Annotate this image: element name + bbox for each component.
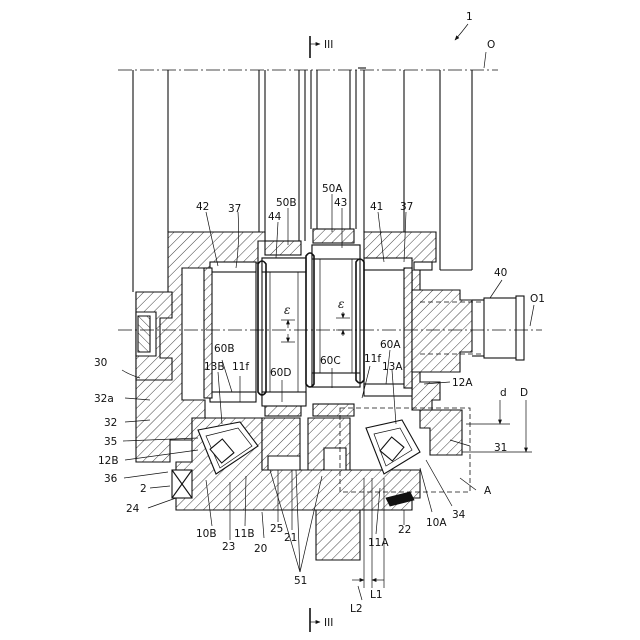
tapered-bearing-10a — [366, 420, 420, 474]
label-2: 2 — [140, 483, 147, 495]
support-2 — [172, 470, 192, 498]
label-25: 25 — [270, 523, 283, 535]
section-top-label: III — [324, 39, 333, 51]
label-22: 22 — [398, 524, 411, 536]
output-shaft-40 — [412, 290, 524, 372]
label-50a: 50A — [322, 183, 343, 195]
label-11f-right: 11f — [364, 353, 381, 365]
label-10a: 10A — [426, 517, 447, 529]
label-31: 31 — [494, 442, 507, 454]
label-51: 51 — [294, 575, 307, 587]
label-60a: 60A — [380, 339, 401, 351]
label-10b: 10B — [196, 528, 217, 540]
label-13b: 13B — [204, 361, 225, 373]
label-41: 41 — [370, 201, 383, 213]
label-12a: 12A — [452, 377, 473, 389]
bearing-44 — [262, 258, 306, 406]
label-11b: 11B — [234, 528, 255, 540]
label-60b: 60B — [214, 343, 235, 355]
label-32a: 32a — [94, 393, 114, 405]
label-23: 23 — [222, 541, 235, 553]
axis-o1-label: O1 — [530, 293, 545, 305]
axis-o: O — [118, 39, 498, 70]
label-34: 34 — [452, 509, 466, 521]
label-36: 36 — [104, 473, 118, 485]
label-a: A — [484, 485, 492, 497]
label-43: 43 — [334, 197, 347, 209]
figure-number: 1 — [455, 11, 473, 40]
d-big-label: D — [520, 387, 528, 399]
label-12b: 12B — [98, 455, 119, 467]
label-11f-left: 11f — [232, 361, 249, 373]
section-bottom-label: III — [324, 617, 333, 629]
label-44: 44 — [268, 211, 282, 223]
label-30: 30 — [94, 357, 107, 369]
axis-o-label: O — [487, 39, 495, 51]
label-60d: 60D — [270, 367, 291, 379]
label-42: 42 — [196, 201, 209, 213]
label-11a: 11A — [368, 537, 389, 549]
section-mark-top: III — [310, 36, 333, 58]
label-21: 21 — [284, 532, 297, 544]
section-mark-bottom: III — [310, 608, 333, 632]
label-50b: 50B — [276, 197, 297, 209]
figure-number-label: 1 — [466, 11, 473, 23]
label-32: 32 — [104, 417, 117, 429]
bearing-42 — [204, 262, 256, 402]
label-40: 40 — [494, 267, 507, 279]
diameter-d: d — [466, 387, 510, 424]
epsilon-left-label: ε — [284, 303, 290, 317]
label-60c: 60C — [320, 355, 341, 367]
label-l1: L1 — [370, 589, 383, 601]
label-35: 35 — [104, 436, 117, 448]
label-37-left: 37 — [228, 203, 241, 215]
label-20: 20 — [254, 543, 267, 555]
label-13a: 13A — [382, 361, 403, 373]
d-small-label: d — [500, 387, 507, 399]
bearing-41 — [364, 258, 412, 396]
label-37-right: 37 — [400, 201, 413, 213]
epsilon-right-label: ε — [338, 297, 344, 311]
label-l2: L2 — [350, 603, 363, 615]
label-24: 24 — [126, 503, 140, 515]
